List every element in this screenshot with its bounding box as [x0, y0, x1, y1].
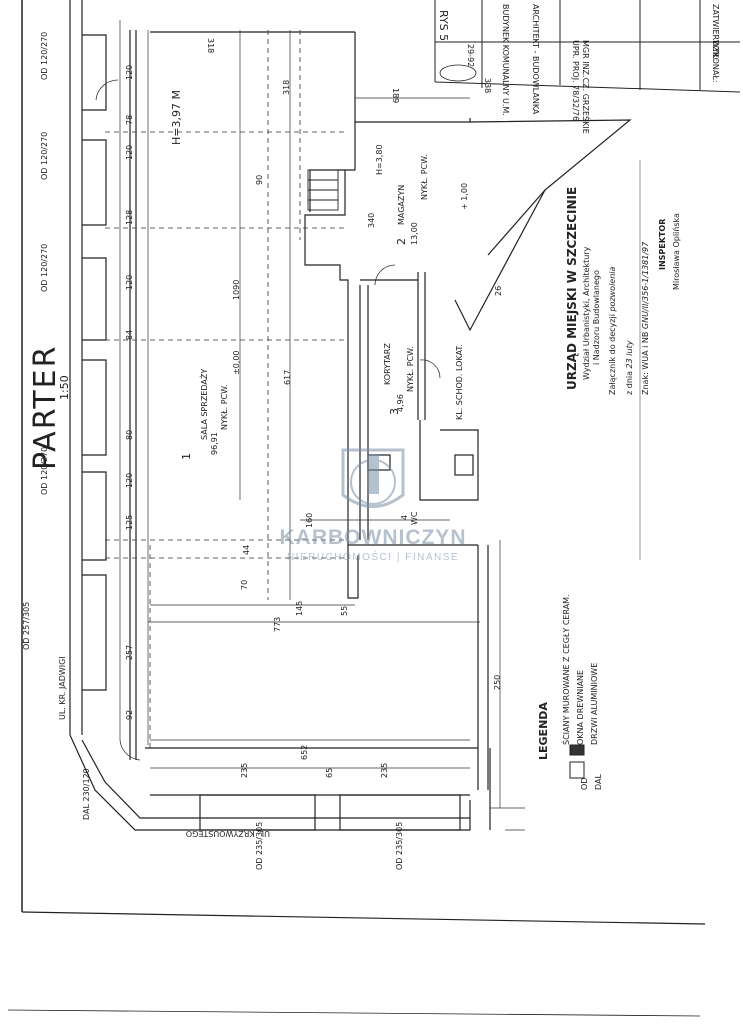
room-3-name: KORYTARZ	[383, 343, 392, 385]
legend-item-2: OKNA DREWNIANE	[576, 669, 585, 745]
drawing-number: RYS 5	[437, 10, 450, 42]
stamp-dept: Wydział Urbanistyki, Architektury	[582, 246, 591, 380]
legend-item-1: ŚCIANY MUROWANE Z CEGŁY CERAM.	[562, 594, 571, 745]
dim-128: 128	[125, 209, 134, 225]
title-authors: MGR INZ.CZ. GRZEŚKIE	[581, 40, 590, 134]
watermark-name: KARBOWNICZYN	[279, 526, 467, 549]
room-1-area: 96,91	[210, 432, 219, 455]
room-1-floor: NYKŁ. PCW.	[220, 384, 229, 430]
door-swings	[95, 79, 441, 761]
dim-90: 90	[255, 174, 264, 185]
title-building: BUDYNEK KOMUNALNY U.M.	[501, 4, 510, 116]
stamp-dept2: i Nadzoru Budowlanego	[592, 270, 601, 365]
watermark: KARBOWNICZYN NIERUCHOMOŚCI | FINANSE	[262, 448, 484, 563]
dim-125: 125	[125, 514, 134, 530]
dim-65: 65	[325, 767, 334, 778]
dim-1090: 1090	[232, 279, 241, 300]
dim-120b: 120	[125, 144, 134, 160]
legend-code-3: DAL	[594, 774, 603, 790]
dim-257: 257	[125, 644, 134, 660]
room-3-area: 4,96	[396, 394, 405, 412]
dim-55: 55	[340, 605, 349, 616]
dim-235b: 235	[380, 762, 389, 778]
stamp-name: Mirosława Oplińska	[672, 213, 681, 290]
sheet-border	[7, 0, 706, 1017]
dim-318b: 318	[282, 79, 291, 95]
title-architect: ARCHITEKT - BUDOWLANKA	[531, 4, 540, 115]
door-tag: DAL 230/120	[82, 768, 91, 820]
dim-338: 338	[483, 78, 492, 94]
room-2-area: 13,00	[410, 222, 419, 245]
dim-80: 80	[125, 429, 134, 440]
stamp-office: URZĄD MIEJSKI W SZCZECINIE	[565, 186, 579, 390]
watermark-logo-icon	[341, 448, 405, 508]
dashed-lines	[105, 30, 345, 748]
dim-773: 773	[273, 616, 282, 632]
legend-swatches	[569, 744, 585, 779]
room-3-floor: NYKŁ. PCW.	[406, 346, 415, 392]
interior-walls	[150, 31, 632, 790]
dim-145: 145	[295, 600, 304, 616]
window-tag: OD 257/305	[22, 601, 31, 650]
room-2-number: 2	[395, 238, 408, 245]
watermark-subtitle: NIERUCHOMOŚCI | FINANSE	[286, 552, 460, 563]
dim-120a: 120	[125, 64, 134, 80]
left-wall	[69, 0, 137, 760]
sheet-scale: 1:50	[58, 375, 71, 400]
dim-120c: 120	[125, 274, 134, 290]
title-approved: ZATWIERDZIŁ:	[711, 4, 720, 62]
dim-84: 84	[125, 329, 134, 340]
title-block	[434, 0, 741, 93]
window-tag: OD 120/270	[40, 243, 49, 292]
dimension-lines	[119, 20, 525, 831]
bottom-wall	[69, 734, 491, 831]
dim-340: 340	[367, 212, 376, 228]
dim-78: 78	[125, 114, 134, 125]
title-date: 29-92	[466, 44, 475, 68]
dim-44: 44	[242, 544, 251, 555]
dim-250: 250	[493, 674, 502, 690]
dim-617: 617	[283, 369, 292, 385]
stamp-attachment: Załącznik do decyzji pozwolenia	[608, 266, 617, 395]
room-2-floor: NYKŁ. PCW.	[420, 154, 429, 200]
window-tag: OD 235/305	[395, 821, 404, 870]
window-tag: OD 235/305	[255, 821, 264, 870]
dim-189: 189	[391, 88, 400, 104]
dim-235a: 235	[240, 762, 249, 778]
window-tag: OD 120/270	[40, 131, 49, 180]
legend-code-1: OD	[580, 777, 589, 790]
room-1-number: 1	[180, 453, 193, 460]
stamp-sign: Znak: WUA i NB GNU/II/356-1/1381/97	[641, 241, 650, 395]
room-2-name: MAGAZYN	[397, 184, 406, 225]
elevation-note: + 1,00	[460, 182, 469, 210]
room-1-level: ±0,00	[232, 350, 241, 375]
staircase	[307, 169, 339, 211]
stamp-date: z dnia 23 luty	[625, 340, 634, 395]
dim-92: 92	[125, 709, 134, 720]
window-tag: OD 120/270	[40, 446, 49, 495]
title-authors-no: UPR. PROJ. 78/32/76	[571, 40, 580, 122]
room-2-height: H=3,80	[375, 144, 384, 175]
dim-318: 318	[206, 38, 215, 54]
dim-26: 26	[494, 285, 503, 296]
dim-120d: 120	[125, 472, 134, 488]
stamp-role: INSPEKTOR	[658, 218, 667, 270]
street-side: UL. KR. JADWIGI	[58, 656, 67, 720]
dim-652: 652	[300, 744, 309, 760]
dim-70: 70	[240, 579, 249, 590]
legend-item-3: DRZWI ALUMINIOWE	[590, 662, 599, 745]
height-note: H=3,97 M	[170, 90, 183, 145]
legend-title: LEGENDA	[537, 702, 550, 760]
stairs-note: KL. SCHOD. LOKAT.	[455, 344, 464, 420]
room-1-name: SALA SPRZEDAŻY	[200, 368, 209, 440]
window-tag: OD 120/270	[40, 31, 49, 80]
